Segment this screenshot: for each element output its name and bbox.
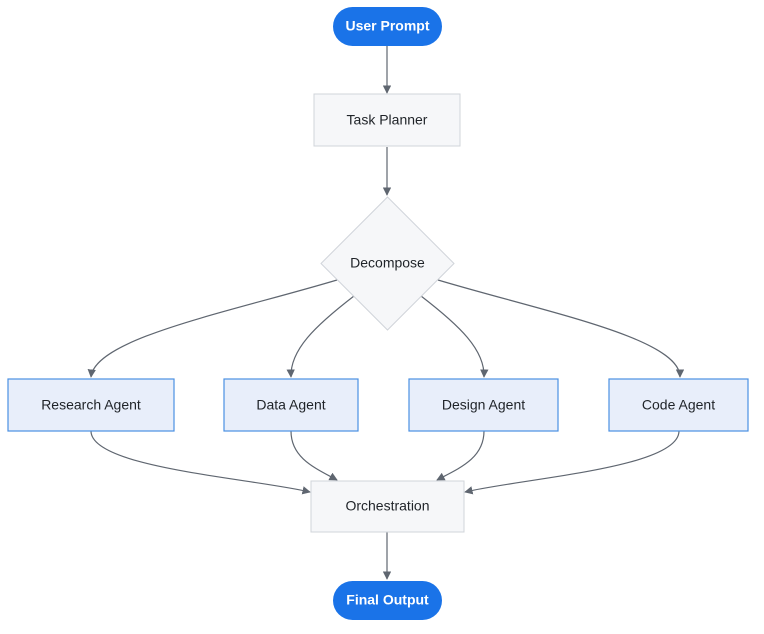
final-output-pill — [333, 581, 442, 620]
task-planner-box — [313, 93, 461, 147]
edge-decompose-to-research-agent — [87, 279, 338, 378]
node-code-agent: Code Agent — [608, 378, 749, 432]
edge-code-agent-to-orchestration — [464, 430, 680, 495]
node-orchestration: Orchestration — [310, 480, 465, 533]
user-prompt-label: User Prompt — [345, 18, 429, 34]
orchestration-box — [310, 480, 465, 533]
node-user-prompt: User Prompt — [333, 7, 442, 46]
data-agent-box — [223, 378, 359, 432]
node-data-agent: Data Agent — [223, 378, 359, 432]
decompose-label: Decompose — [350, 255, 425, 271]
final-output-label: Final Output — [346, 592, 429, 608]
research-agent-label: Research Agent — [41, 397, 141, 413]
edge-decompose-to-code-agent — [437, 279, 685, 378]
node-task-planner: Task Planner — [313, 93, 461, 147]
edge-design-agent-to-orchestration — [436, 430, 485, 481]
edge-decompose-to-design-agent — [420, 295, 489, 378]
node-decompose: Decompose — [320, 196, 455, 331]
node-design-agent: Design Agent — [408, 378, 559, 432]
decompose-diamond — [320, 196, 455, 331]
user-prompt-pill — [333, 7, 442, 46]
edge-data-agent-to-orchestration — [290, 430, 338, 481]
data-agent-label: Data Agent — [256, 397, 325, 413]
node-research-agent: Research Agent — [7, 378, 175, 432]
code-agent-box — [608, 378, 749, 432]
orchestration-label: Orchestration — [345, 498, 429, 514]
task-planner-label: Task Planner — [347, 112, 428, 128]
edges — [87, 46, 685, 580]
research-agent-box — [7, 378, 175, 432]
edge-decompose-to-data-agent — [286, 295, 355, 378]
node-final-output: Final Output — [333, 581, 442, 620]
code-agent-label: Code Agent — [642, 397, 715, 413]
design-agent-box — [408, 378, 559, 432]
design-agent-label: Design Agent — [442, 397, 525, 413]
edge-research-agent-to-orchestration — [90, 430, 311, 495]
